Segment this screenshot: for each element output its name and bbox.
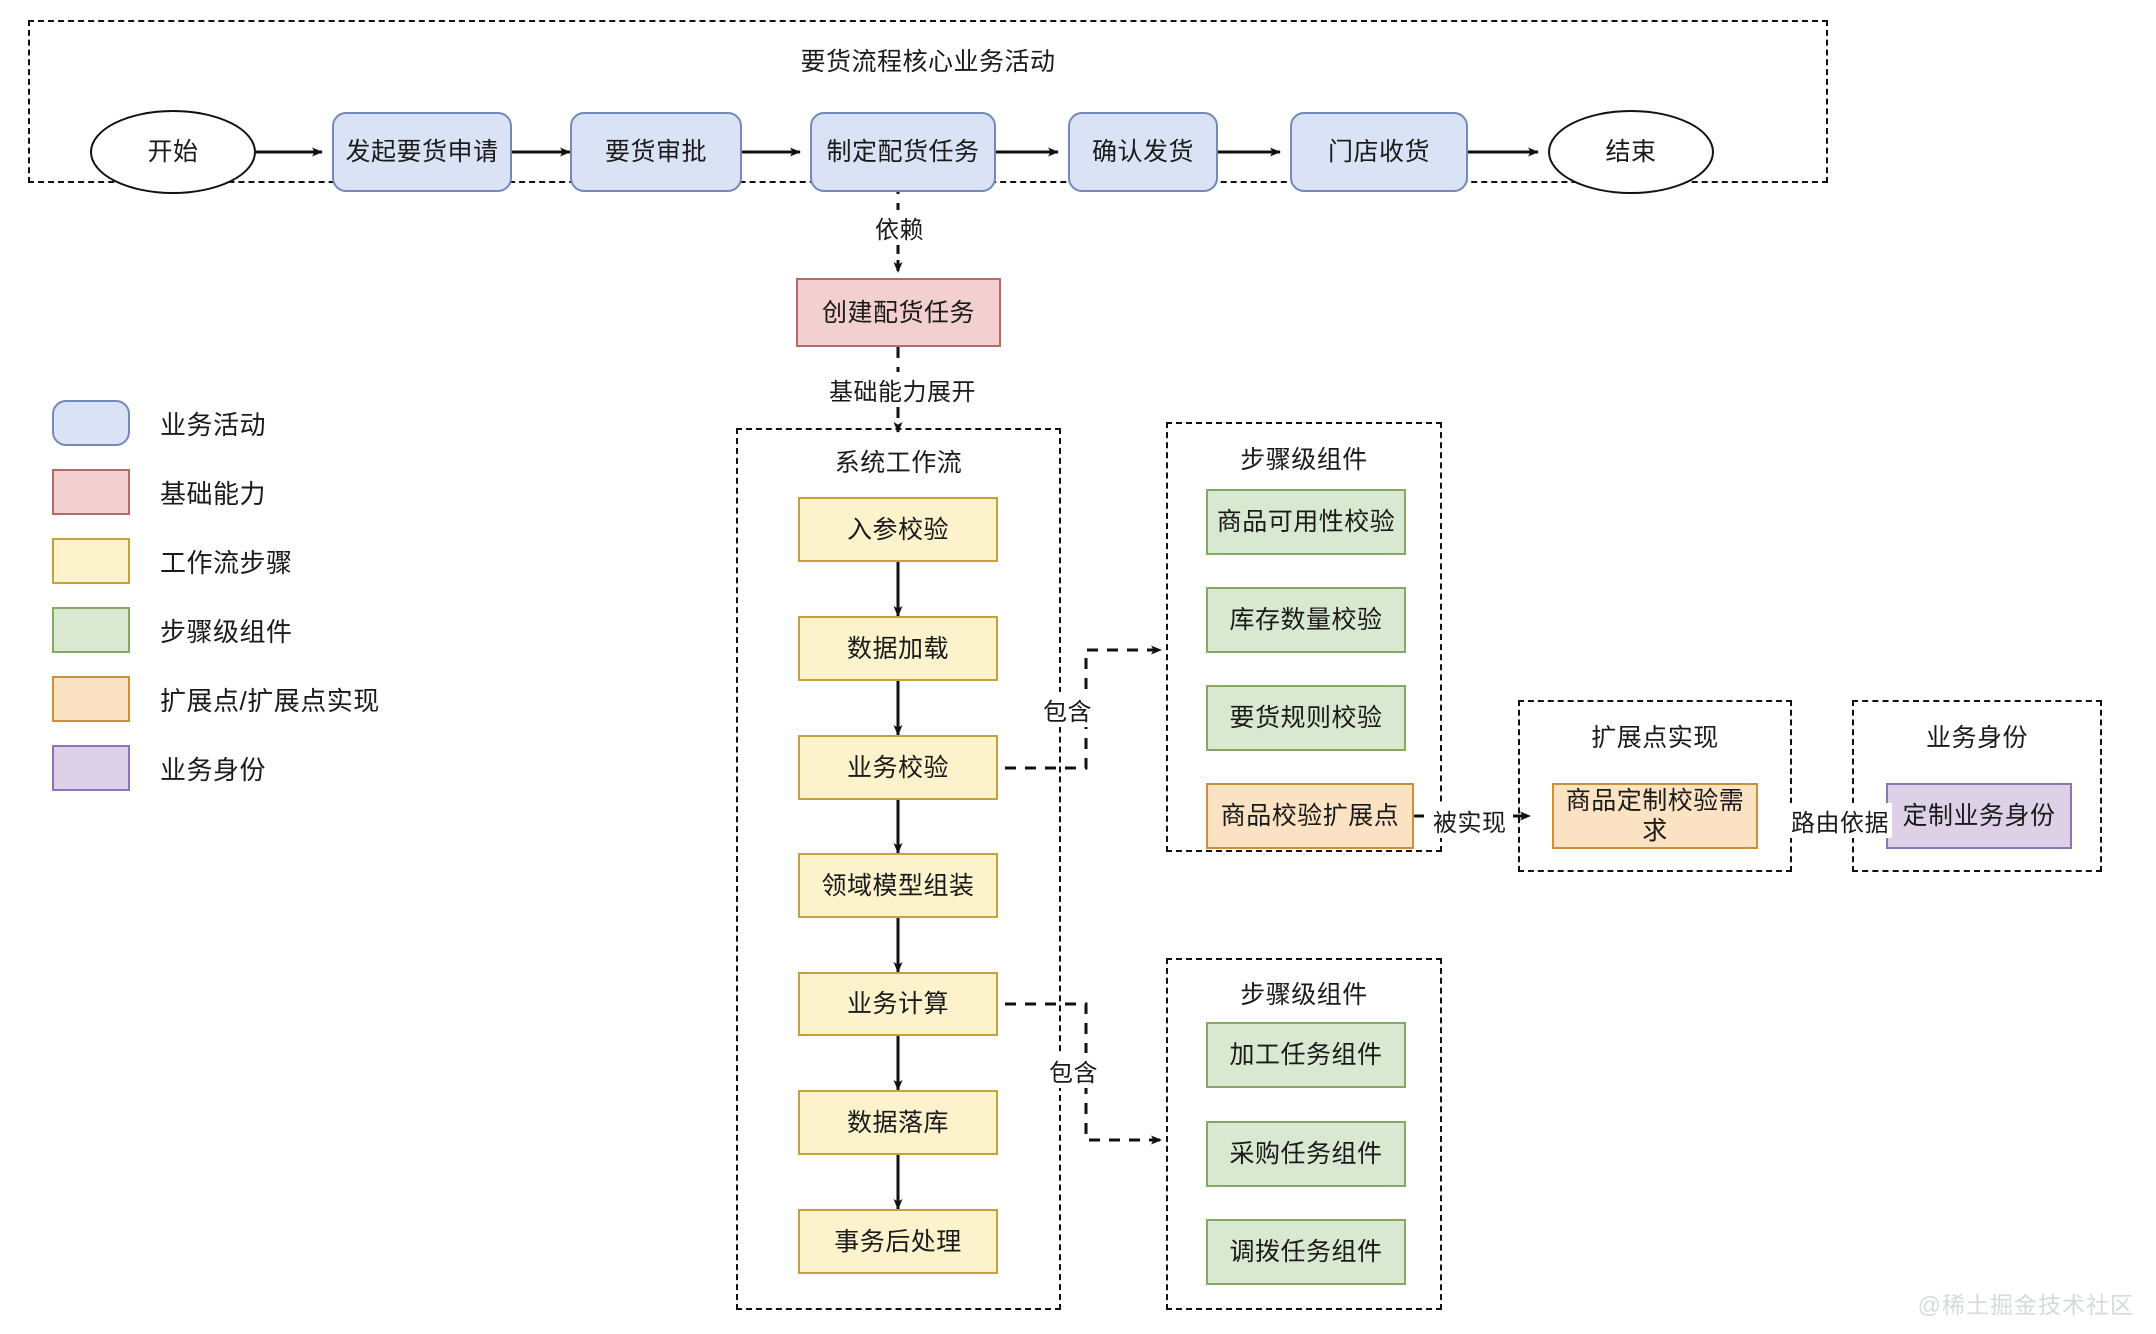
legend-item-capability: 基础能力 [52,467,380,517]
node-initiate-request[interactable]: 发起要货申请 [332,112,512,192]
legend-label-extension-point: 扩展点/扩展点实现 [160,685,380,716]
group-step-components-bottom-title: 步骤级组件 [1240,981,1368,1009]
legend-swatch-workflow-step [52,538,130,584]
edge-label-contains-top: 包含 [1040,692,1095,727]
legend-label-business-activity: 业务活动 [160,409,267,440]
legend-swatch-business-activity [52,400,130,446]
legend-label-business-identity: 业务身份 [160,754,267,785]
legend-item-workflow-step: 工作流步骤 [52,536,380,586]
watermark: @稀土掘金技术社区 [1917,1292,2134,1318]
node-inventory-quantity-check[interactable]: 库存数量校验 [1206,587,1406,653]
legend-item-business-activity: 业务活动 [52,398,380,448]
edge-label-contains-bottom: 包含 [1046,1053,1101,1088]
node-business-validation[interactable]: 业务校验 [798,735,998,800]
group-extension-impl-title: 扩展点实现 [1591,724,1719,752]
node-business-calculation[interactable]: 业务计算 [798,972,998,1036]
node-param-validation[interactable]: 入参校验 [798,497,998,562]
legend-item-extension-point: 扩展点/扩展点实现 [52,674,380,724]
edge-label-dependency: 依赖 [872,210,927,245]
legend-label-step-component: 步骤级组件 [160,616,293,647]
node-product-availability-check[interactable]: 商品可用性校验 [1206,489,1406,555]
edge-label-implemented-by: 被实现 [1430,803,1510,838]
node-request-rule-check[interactable]: 要货规则校验 [1206,685,1406,751]
node-data-persistence[interactable]: 数据落库 [798,1090,998,1155]
legend: 业务活动 基础能力 工作流步骤 步骤级组件 扩展点/扩展点实现 业务身份 [52,398,380,812]
edge-label-capability-expand: 基础能力展开 [826,372,979,407]
legend-item-step-component: 步骤级组件 [52,605,380,655]
node-product-check-extension-point[interactable]: 商品校验扩展点 [1206,783,1414,849]
group-business-identity [1852,700,2102,872]
node-confirm-shipment[interactable]: 确认发货 [1068,112,1218,192]
group-step-components-bottom [1166,958,1442,1310]
node-purchase-task-component[interactable]: 采购任务组件 [1206,1121,1406,1187]
node-transfer-task-component[interactable]: 调拨任务组件 [1206,1219,1406,1285]
group-step-components-top-title: 步骤级组件 [1240,446,1368,474]
node-request-approval[interactable]: 要货审批 [570,112,742,192]
legend-swatch-business-identity [52,745,130,791]
node-product-custom-check-requirement[interactable]: 商品定制校验需求 [1552,783,1758,849]
node-processing-task-component[interactable]: 加工任务组件 [1206,1022,1406,1088]
node-post-transaction[interactable]: 事务后处理 [798,1209,998,1274]
group-extension-impl [1518,700,1792,872]
legend-label-capability: 基础能力 [160,478,267,509]
legend-swatch-extension-point [52,676,130,722]
node-store-receive[interactable]: 门店收货 [1290,112,1468,192]
group-core-process-title: 要货流程核心业务活动 [800,48,1056,76]
legend-swatch-step-component [52,607,130,653]
node-create-distribution-plan[interactable]: 制定配货任务 [810,112,996,192]
node-custom-business-identity[interactable]: 定制业务身份 [1886,783,2072,849]
node-end[interactable]: 结束 [1548,110,1714,194]
edge-label-routing-basis: 路由依据 [1788,803,1892,838]
node-start[interactable]: 开始 [90,110,256,194]
legend-swatch-capability [52,469,130,515]
group-step-components-top [1166,422,1442,852]
node-create-distribution-task[interactable]: 创建配货任务 [796,278,1001,347]
legend-label-workflow-step: 工作流步骤 [160,547,293,578]
group-business-identity-title: 业务身份 [1925,724,2028,752]
node-data-loading[interactable]: 数据加载 [798,616,998,681]
group-system-workflow-title: 系统工作流 [834,449,963,477]
legend-item-business-identity: 业务身份 [52,743,380,793]
node-domain-model-assembly[interactable]: 领域模型组装 [798,853,998,918]
